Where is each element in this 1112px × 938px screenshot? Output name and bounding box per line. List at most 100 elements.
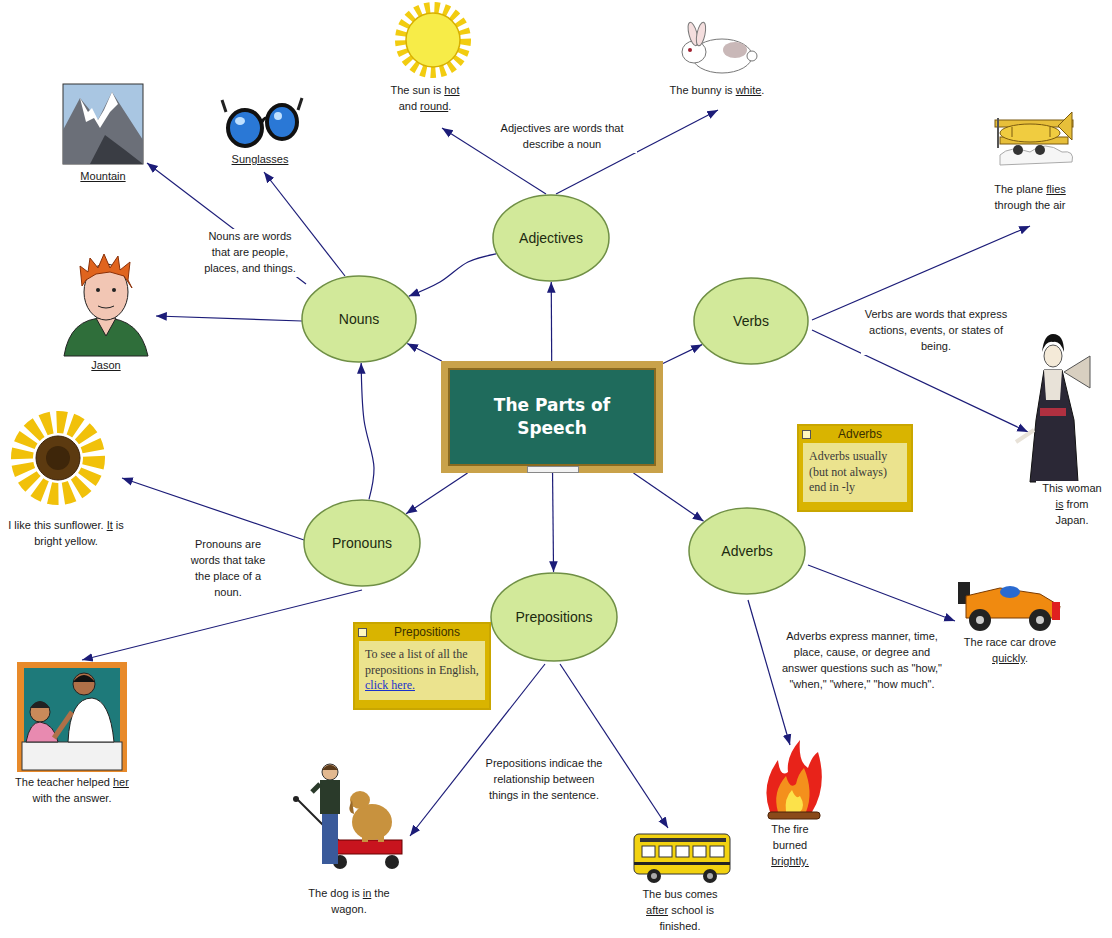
topic-ellipse: Nouns: [301, 275, 417, 363]
note-heading: Prepositions: [355, 624, 489, 641]
caption-text: The fire burned brightly.: [759, 822, 821, 870]
mountain-picture: [63, 84, 143, 164]
caption-text: Nouns are words that are people, places,…: [196, 229, 304, 277]
caption-text: Verbs are words that express actions, ev…: [861, 307, 1011, 355]
caption-text: The race car drove quickly.: [952, 635, 1068, 667]
caption-text: Adjectives are words that describe a nou…: [487, 121, 637, 153]
text-run: and: [399, 100, 420, 112]
woman-picture: [1016, 334, 1090, 482]
text-run: flies: [1046, 183, 1066, 195]
text-run: round: [420, 100, 448, 112]
connector-arrow: [361, 363, 374, 499]
topic-ellipse: Adverbs: [688, 507, 806, 595]
sun-picture: [401, 8, 465, 72]
note-body: Adverbs usually (but not always) end in …: [803, 443, 907, 502]
connector-arrow: [406, 473, 467, 514]
text-run: hot: [444, 84, 459, 96]
topic-name: Adverbs: [721, 543, 772, 559]
text-run: quickly: [992, 652, 1025, 664]
caption-text: Pronouns are words that take the place o…: [182, 537, 274, 601]
topic-ellipse: Verbs: [693, 277, 809, 365]
text-run: click here.: [365, 678, 415, 692]
text-run: in: [363, 887, 372, 899]
caption-text: Sunglasses: [220, 152, 300, 168]
text-run: through the air: [995, 199, 1066, 211]
text-run: It: [107, 519, 113, 531]
caption-text: This woman is from Japan.: [1036, 481, 1108, 529]
topic-ellipse: Adjectives: [492, 194, 610, 282]
text-run: Nouns are words that are people, places,…: [204, 230, 296, 274]
fire-picture: [766, 740, 821, 819]
text-run: Prepositions: [394, 625, 460, 639]
caption-text: Jason: [81, 358, 131, 374]
chalk-tray: [527, 466, 579, 473]
text-run: .: [448, 100, 451, 112]
text-run: Adjectives are words that describe a nou…: [501, 122, 624, 150]
caption-text: The bunny is white.: [667, 83, 767, 99]
topic-ellipse: Pronouns: [303, 499, 421, 587]
text-run: her: [113, 776, 129, 788]
caption-text: Mountain: [68, 169, 138, 185]
ellipse-shape: [689, 508, 805, 594]
teacher-picture: [17, 662, 127, 772]
topic-name: Prepositions: [515, 609, 592, 625]
caption-text: The dog is in the wagon.: [289, 886, 409, 918]
text-run: school is finished.: [660, 904, 714, 932]
text-run: with the answer.: [33, 792, 112, 804]
connector-arrow: [633, 473, 703, 521]
sunglasses-picture: [222, 98, 302, 146]
text-run: The teacher helped: [15, 776, 113, 788]
connector-arrow: [407, 343, 442, 361]
text-run: The fire burned: [771, 823, 808, 851]
text-run: Adverbs usually (but not always) end in …: [809, 449, 887, 494]
plane-picture: [995, 112, 1073, 165]
caption-text: The sun is hot and round.: [384, 83, 466, 115]
text-run: after: [646, 904, 668, 916]
sunflower-picture: [22, 422, 94, 494]
topic-name: Verbs: [733, 313, 769, 329]
caption-text: The teacher helped her with the answer.: [10, 775, 134, 807]
ellipse-shape: [493, 195, 609, 281]
note-icon: [358, 628, 367, 637]
text-run: Jason: [91, 359, 120, 371]
text-run: This woman: [1042, 482, 1101, 494]
text-run: The plane: [994, 183, 1046, 195]
caption-text: The plane flies through the air: [982, 182, 1078, 214]
race-car-picture: [958, 582, 1060, 631]
text-run: Mountain: [80, 170, 125, 182]
text-run: .: [761, 84, 764, 96]
topic-name: Nouns: [339, 311, 379, 327]
text-run: The bus comes: [642, 888, 717, 900]
text-run: brightly.: [771, 855, 809, 867]
connector-arrow: [552, 473, 554, 572]
note-heading: Adverbs: [799, 426, 911, 443]
jason-picture: [64, 254, 148, 356]
text-run: Prepositions indicae the relationship be…: [486, 757, 603, 801]
text-run: Verbs are words that express actions, ev…: [865, 308, 1007, 352]
connector-arrow: [409, 254, 496, 296]
sticky-note: AdverbsAdverbs usually (but not always) …: [797, 424, 913, 512]
text-run: is: [1055, 498, 1063, 510]
ellipse-shape: [302, 276, 416, 362]
text-run: Sunglasses: [232, 153, 289, 165]
text-run: The sun is: [390, 84, 444, 96]
caption-text: Prepositions indicae the relationship be…: [483, 756, 605, 804]
bus-picture: [634, 834, 730, 883]
ellipse-shape: [694, 278, 808, 364]
text-run: To see a list of all the prepositions in…: [365, 647, 479, 677]
bunny-picture: [682, 21, 757, 73]
topic-ellipse: Prepositions: [490, 572, 618, 662]
caption-text: Adverbs express manner, time, place, cau…: [776, 629, 948, 693]
text-run: Adverbs: [838, 427, 882, 441]
caption-text: I like this sunflower. It is bright yell…: [4, 518, 128, 550]
dog-wagon-picture: [293, 764, 402, 869]
text-run: Adverbs express manner, time, place, cau…: [782, 630, 942, 690]
note-icon: [802, 430, 811, 439]
leader-lines: [82, 110, 1030, 836]
text-run: The bunny is: [670, 84, 736, 96]
ellipse-shape: [491, 573, 617, 661]
connector-arrow: [551, 282, 553, 361]
sticky-note: Prepositions To see a list of all the pre…: [353, 622, 491, 710]
ellipse-shape: [304, 500, 420, 586]
topic-name: Pronouns: [332, 535, 392, 551]
